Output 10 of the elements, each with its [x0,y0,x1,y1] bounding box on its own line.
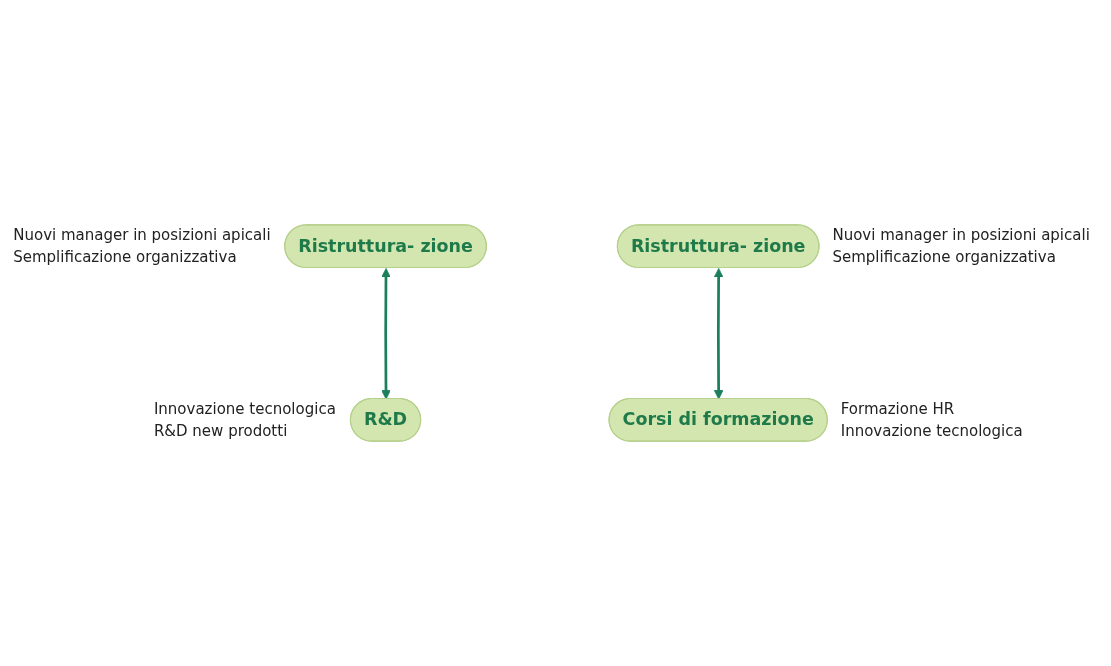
annotation-text: Semplificazione organizzativa [13,247,238,269]
annotation-text: Nuovi manager in posizioni apicali [832,225,1090,247]
arrow [713,268,723,400]
annotation-text: Innovazione tecnologica [153,398,336,420]
annotation-text: Semplificazione organizzativa [832,247,1057,269]
arrow [380,268,391,400]
annotation-text: Nuovi manager in posizioni apicali [13,225,271,247]
annotation-text: Innovazione tecnologica [840,420,1023,442]
annotation-text: Formazione HR [840,398,956,420]
annotation-text: R&D new prodotti [153,420,289,442]
